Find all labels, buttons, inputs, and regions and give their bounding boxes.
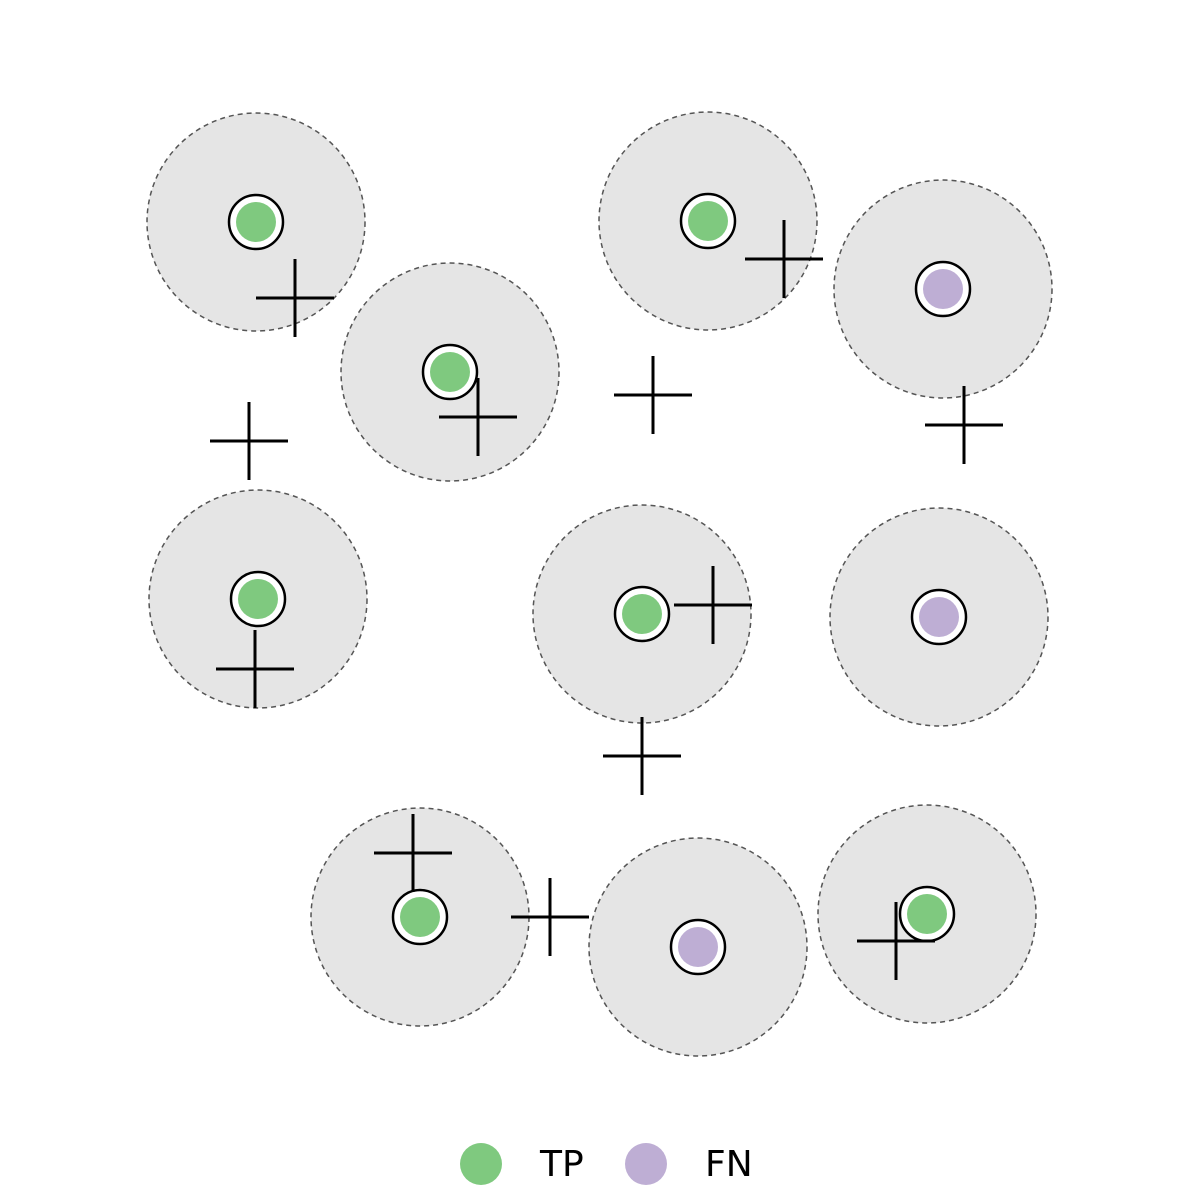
prediction-crosses — [210, 220, 1003, 980]
ground-truth-tp — [679, 192, 737, 250]
ground-truth-tp — [898, 885, 956, 943]
ground-truth-markers — [227, 192, 972, 976]
legend: TP FN — [0, 1140, 1200, 1188]
legend-label-tp: TP — [540, 1143, 584, 1185]
tp-dot — [238, 579, 278, 619]
tp-dot — [400, 897, 440, 937]
tp-dot — [236, 202, 276, 242]
ground-truth-tp — [613, 585, 671, 643]
prediction-cross — [511, 878, 589, 956]
tp-dot — [688, 201, 728, 241]
ground-truth-tp — [229, 570, 287, 628]
prediction-cross — [925, 386, 1003, 464]
prediction-cross — [210, 402, 288, 480]
legend-swatch-tp — [460, 1143, 502, 1185]
prediction-cross — [374, 814, 452, 892]
legend-label-fn: FN — [705, 1143, 753, 1185]
ground-truth-tp — [391, 888, 449, 946]
prediction-cross — [216, 630, 294, 708]
tp-dot — [430, 352, 470, 392]
legend-swatch-fn — [625, 1143, 667, 1185]
ground-truth-tp — [227, 193, 285, 251]
fn-dot — [923, 269, 963, 309]
prediction-cross — [674, 566, 752, 644]
ground-truth-tp — [421, 343, 479, 401]
prediction-cross — [439, 378, 517, 456]
tp-dot — [622, 594, 662, 634]
ground-truth-fn — [669, 918, 727, 976]
ground-truth-fn — [910, 588, 968, 646]
prediction-cross — [614, 356, 692, 434]
legend-item-tp: TP — [460, 1140, 584, 1188]
prediction-cross — [603, 717, 681, 795]
tolerance-zones — [146, 111, 1053, 1057]
fn-dot — [919, 597, 959, 637]
ground-truth-fn — [914, 260, 972, 318]
prediction-cross — [857, 902, 935, 980]
tp-dot — [907, 894, 947, 934]
prediction-cross — [256, 259, 334, 337]
prediction-cross — [745, 220, 823, 298]
fn-dot — [678, 927, 718, 967]
legend-item-fn: FN — [625, 1140, 753, 1188]
